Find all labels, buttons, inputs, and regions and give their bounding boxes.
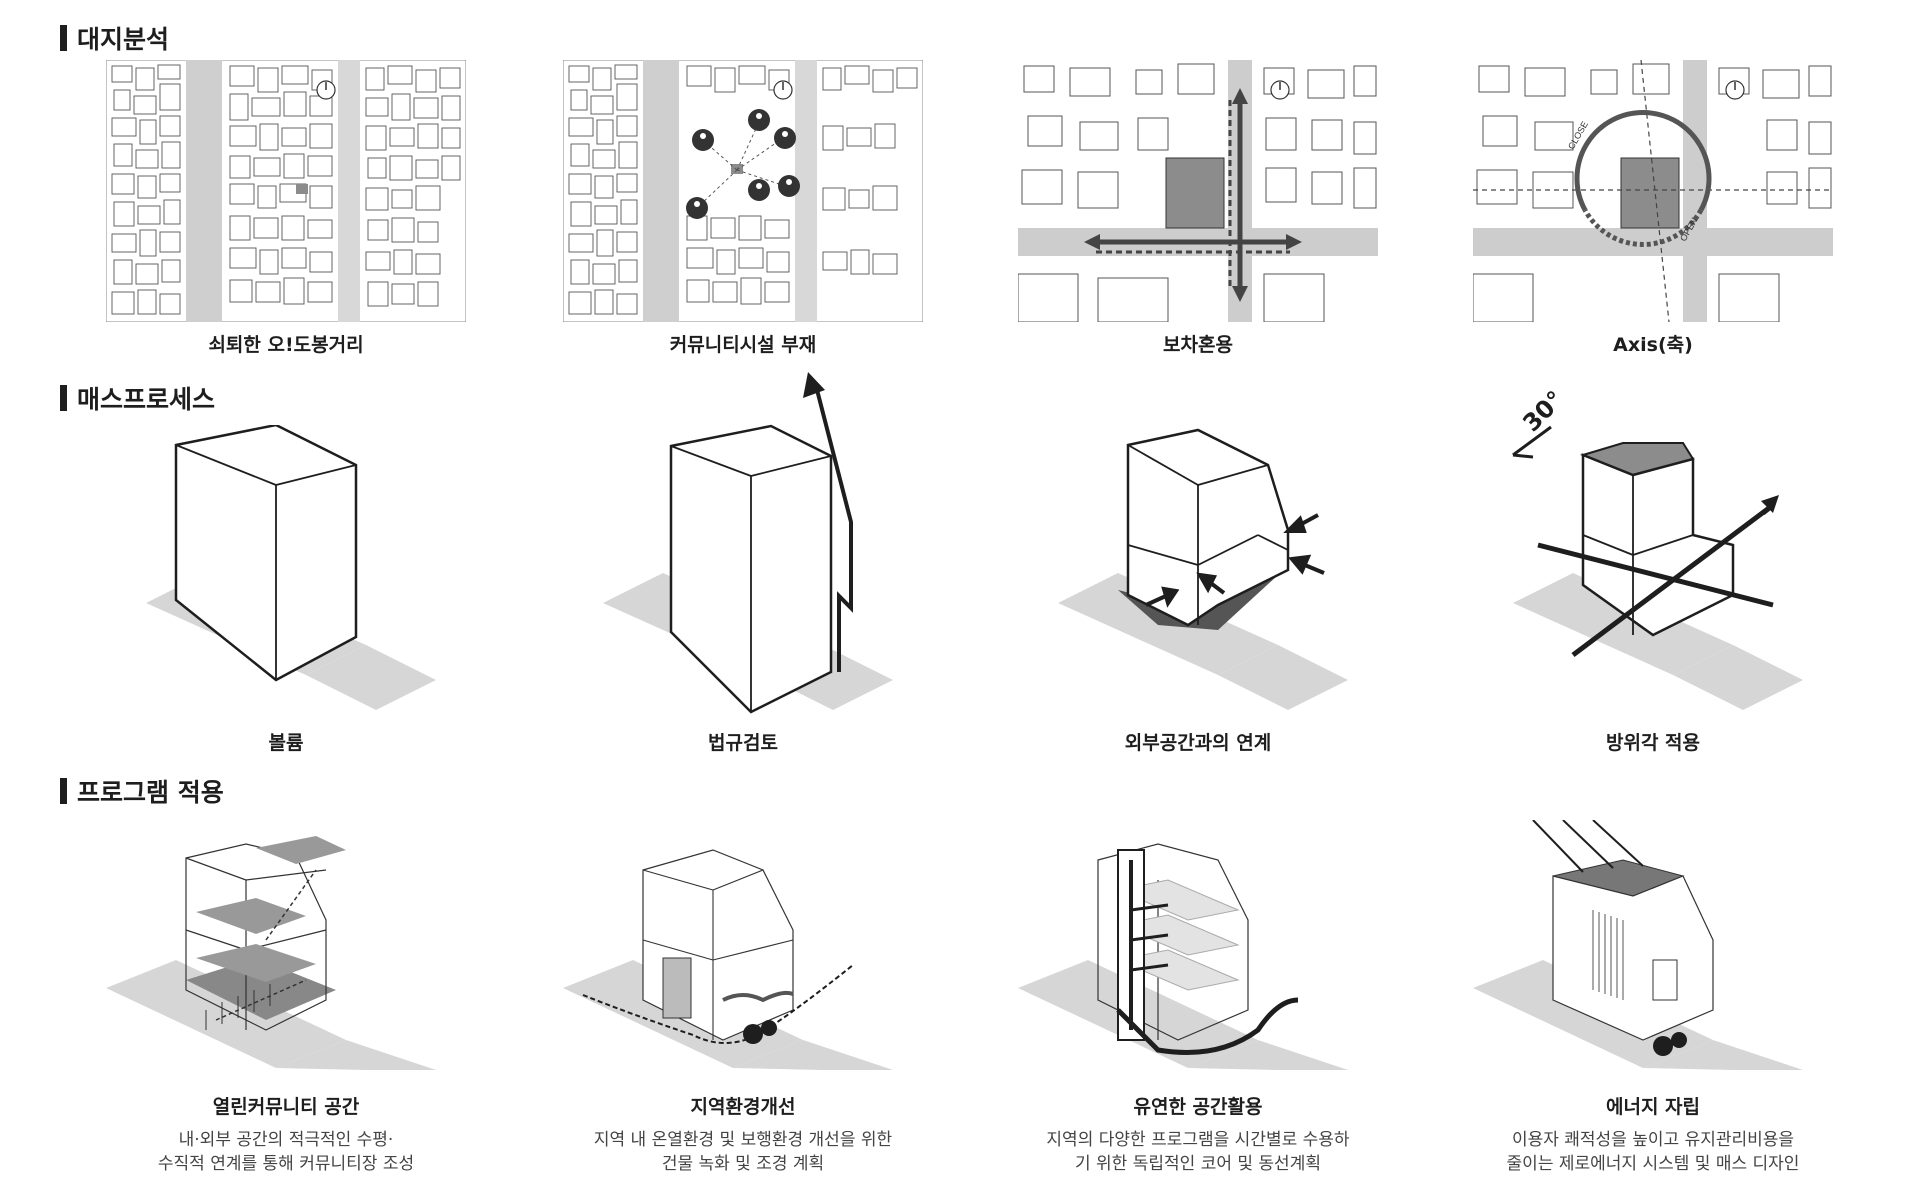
program-diagram-open-community <box>106 830 466 1070</box>
mass-diagram-volume <box>106 425 466 725</box>
desc-energy: 이용자 쾌적성을 높이고 유지관리비용을 줄이는 제로에너지 시스템 및 매스 … <box>1463 1128 1843 1176</box>
caption-orientation: 방위각 적용 <box>1605 732 1700 754</box>
section-bar <box>60 385 67 411</box>
caption-environment: 지역환경개선 <box>690 1096 796 1118</box>
section-title-text: 대지분석 <box>77 25 170 54</box>
program-diagram-energy <box>1473 820 1833 1070</box>
caption-mixed-traffic: 보차혼용 <box>1163 334 1233 356</box>
desc-line: 내·외부 공간의 적극적인 수평· <box>178 1130 394 1150</box>
site-map-declining-street <box>106 60 466 322</box>
desc-line: 수직적 연계를 통해 커뮤니티장 조성 <box>157 1154 415 1174</box>
caption-open-community: 열린커뮤니티 공간 <box>212 1096 360 1118</box>
mass-diagram-regulation <box>563 372 923 725</box>
desc-flexible-use: 지역의 다양한 프로그램을 시간별로 수용하 기 위한 독립적인 코어 및 동선… <box>1008 1128 1388 1176</box>
mass-diagram-orientation: 30° <box>1473 385 1833 725</box>
program-diagram-flexible-use <box>1018 830 1378 1070</box>
desc-line: 건물 녹화 및 조경 계획 <box>661 1154 825 1174</box>
orientation-angle-label: 30° <box>1517 385 1569 437</box>
caption-declining-street: 쇠퇴한 오!도봉거리 <box>208 334 364 356</box>
caption-no-community: 커뮤니티시설 부재 <box>669 334 817 356</box>
caption-regulation: 법규검토 <box>708 732 778 754</box>
site-map-no-community <box>563 60 923 322</box>
caption-flexible-use: 유연한 공간활용 <box>1133 1096 1263 1118</box>
desc-line: 지역의 다양한 프로그램을 시간별로 수용하 <box>1046 1130 1350 1150</box>
section-title-site: 대지분석 <box>60 20 169 56</box>
section-title-text: 매스프로세스 <box>77 385 216 414</box>
desc-line: 지역 내 온열환경 및 보행환경 개선을 위한 <box>593 1130 893 1150</box>
mass-diagram-external-link <box>1018 425 1378 725</box>
caption-energy: 에너지 자립 <box>1605 1096 1700 1118</box>
caption-external-link: 외부공간과의 연계 <box>1124 732 1272 754</box>
section-title-mass: 매스프로세스 <box>60 380 215 416</box>
program-diagram-environment <box>563 830 923 1070</box>
desc-line: 이용자 쾌적성을 높이고 유지관리비용을 <box>1511 1130 1795 1150</box>
section-title-text: 프로그램 적용 <box>77 778 224 807</box>
section-bar <box>60 778 67 804</box>
site-map-axis: CLOSE OPEN <box>1473 60 1833 322</box>
caption-volume: 볼륨 <box>268 732 304 754</box>
desc-environment: 지역 내 온열환경 및 보행환경 개선을 위한 건물 녹화 및 조경 계획 <box>553 1128 933 1176</box>
section-title-program: 프로그램 적용 <box>60 773 224 809</box>
caption-axis: Axis(축) <box>1613 334 1693 356</box>
section-bar <box>60 25 67 51</box>
desc-line: 줄이는 제로에너지 시스템 및 매스 디자인 <box>1506 1154 1800 1174</box>
site-map-mixed-traffic <box>1018 60 1378 322</box>
desc-open-community: 내·외부 공간의 적극적인 수평· 수직적 연계를 통해 커뮤니티장 조성 <box>96 1128 476 1176</box>
desc-line: 기 위한 독립적인 코어 및 동선계획 <box>1075 1154 1321 1174</box>
